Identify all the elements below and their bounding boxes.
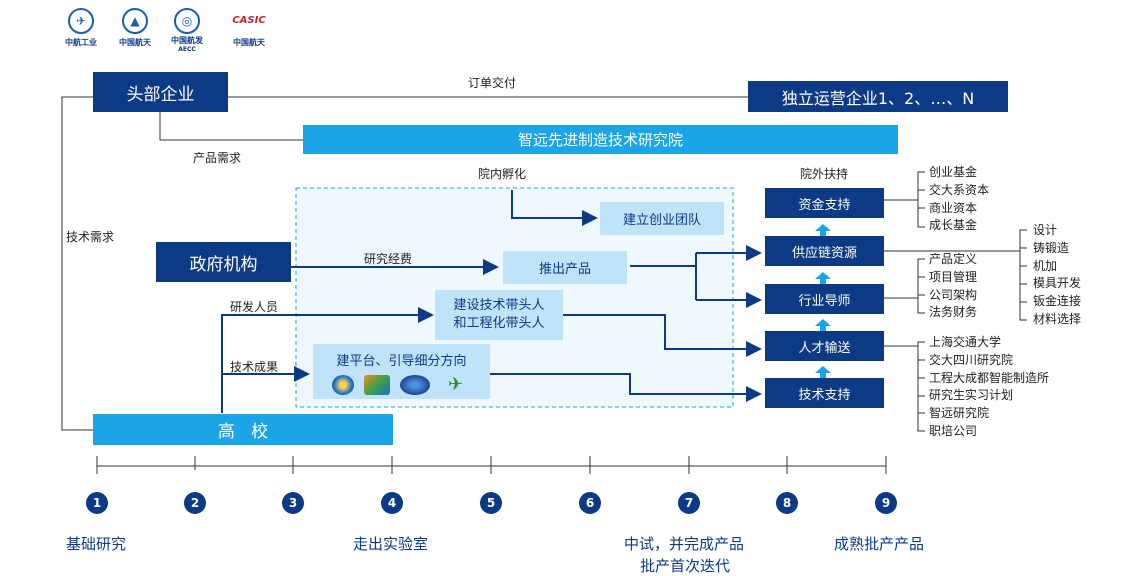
list-item: 商业资本 xyxy=(929,200,978,215)
list-item: 产品定义 xyxy=(929,252,978,266)
list-item: 成长基金 xyxy=(929,218,978,233)
list-item: 铸锻造 xyxy=(1033,240,1070,255)
list-item: 材料选择 xyxy=(1033,311,1082,326)
casic-logo: CASIC 中国航天 xyxy=(224,8,274,50)
turbine-image xyxy=(331,375,354,395)
rd-staff-label: 研发人员 xyxy=(230,300,279,314)
research-funds-label: 研究经费 xyxy=(364,252,413,266)
stage-8-circle: 8 xyxy=(776,492,798,514)
incubation-label: 院内孵化 xyxy=(478,167,527,181)
stage-5-circle: 5 xyxy=(480,492,502,514)
platform-box: 建平台、引导细分方向 ✈ xyxy=(313,344,490,399)
head-company-box: 头部企业 xyxy=(93,72,228,112)
avic-icon: ✈ xyxy=(68,8,94,34)
stage-3-circle: 3 xyxy=(282,492,304,514)
institute-box: 智远先进制造技术研究院 xyxy=(303,125,898,154)
aircraft-image: ✈ xyxy=(447,374,464,395)
stage-9-circle: 9 xyxy=(875,492,897,514)
casc-logo: ▲ 中国航天 xyxy=(112,8,158,50)
aecc-icon: ◎ xyxy=(174,8,200,34)
list-item: 交大系资本 xyxy=(929,182,990,197)
list-item: 职培公司 xyxy=(929,423,978,438)
stage-pilot-line-2: 批产首次迭代 xyxy=(640,557,731,575)
product-images: ✈ xyxy=(331,374,472,395)
tech-leaders-line-2: 和工程化带头人 xyxy=(453,316,545,331)
industry-mentor-box: 行业导师 xyxy=(765,284,884,314)
stage-4-circle: 4 xyxy=(381,492,403,514)
external-support-label: 院外扶持 xyxy=(800,167,849,181)
list-item: 模具开发 xyxy=(1033,276,1082,291)
product-demand-label: 产品需求 xyxy=(193,151,242,165)
university-box: 高 校 xyxy=(93,414,393,445)
list-item: 智远研究院 xyxy=(929,406,990,421)
stage-out-of-lab: 走出实验室 xyxy=(353,535,429,553)
list-item: 上海交通大学 xyxy=(929,335,1002,349)
platform-label: 建平台、引导细分方向 xyxy=(336,354,467,369)
talent-box: 人才输送 xyxy=(765,331,884,361)
tech-leaders-line-1: 建设技术带头人 xyxy=(453,298,545,313)
launch-product-box: 推出产品 xyxy=(503,251,627,284)
aecc-logo-name: 中国航发 xyxy=(171,36,203,45)
list-item: 钣金连接 xyxy=(1033,294,1082,309)
list-item: 工程大成都智能制造所 xyxy=(929,370,1050,385)
mentor-list: 产品定义 项目管理 公司架构 法务财务 xyxy=(929,251,977,322)
capital-list: 创业基金 交大系资本 商业资本 成长基金 xyxy=(929,164,989,235)
list-item: 创业基金 xyxy=(929,165,978,179)
engine-part-image xyxy=(363,375,390,395)
avic-logo: ✈ 中航工业 xyxy=(58,8,104,50)
tech-leaders-box: 建设技术带头人 和工程化带头人 xyxy=(435,290,563,340)
capital-support-box: 资金支持 xyxy=(765,188,884,218)
casic-logo-name: 中国航天 xyxy=(233,38,265,47)
aecc-logo: ◎ 中国航发 AECC xyxy=(164,8,210,53)
stage-basic-research: 基础研究 xyxy=(66,535,127,553)
list-item: 法务财务 xyxy=(929,305,978,320)
talent-list: 上海交通大学 交大四川研究院 工程大成都智能制造所 研究生实习计划 智远研究院 … xyxy=(929,334,1049,441)
list-item: 机加 xyxy=(1033,258,1058,273)
stage-mass-production: 成熟批产产品 xyxy=(834,535,925,553)
avic-logo-name: 中航工业 xyxy=(65,38,97,47)
list-item: 公司架构 xyxy=(929,287,978,302)
government-box: 政府机构 xyxy=(156,242,291,282)
stage-6-circle: 6 xyxy=(579,492,601,514)
supply-chain-list: 设计 铸锻造 机加 模具开发 钣金连接 材料选择 xyxy=(1033,222,1081,329)
casc-icon: ▲ xyxy=(122,8,148,34)
list-item: 设计 xyxy=(1033,223,1058,237)
list-item: 交大四川研究院 xyxy=(929,352,1014,367)
aecc-logo-sub: AECC xyxy=(178,46,196,53)
independent-companies-box: 独立运营企业1、2、…、N xyxy=(748,81,1008,112)
stage-2-circle: 2 xyxy=(184,492,206,514)
stage-7-circle: 7 xyxy=(678,492,700,514)
casc-logo-name: 中国航天 xyxy=(119,38,151,47)
stage-pilot-line-1: 中试，并完成产品 xyxy=(624,535,745,553)
stage-1-circle: 1 xyxy=(86,492,108,514)
list-item: 项目管理 xyxy=(929,269,978,284)
tech-demand-label: 技术需求 xyxy=(66,230,115,244)
supply-chain-box: 供应链资源 xyxy=(765,236,884,266)
engine-cylinder-image xyxy=(399,375,430,395)
tech-support-box: 技术支持 xyxy=(765,378,884,408)
casic-icon: CASIC xyxy=(232,15,266,26)
order-delivery-label: 订单交付 xyxy=(468,76,517,90)
list-item: 研究生实习计划 xyxy=(929,388,1014,403)
startup-team-box: 建立创业团队 xyxy=(600,202,724,235)
tech-results-label: 技术成果 xyxy=(230,360,279,374)
